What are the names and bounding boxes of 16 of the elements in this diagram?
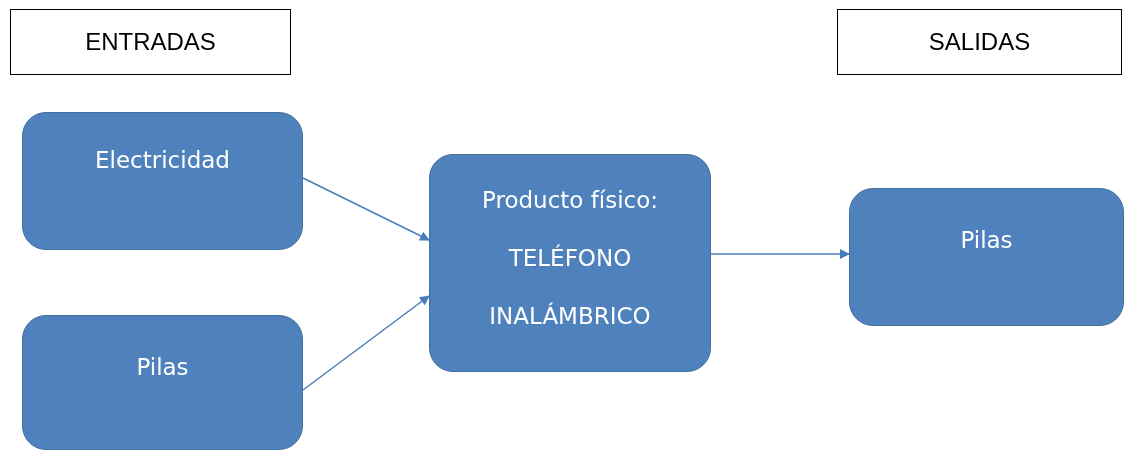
arrow	[302, 295, 430, 391]
heading-box	[10, 9, 291, 75]
box-text: Electricidad	[95, 146, 230, 175]
arrow	[302, 177, 430, 241]
heading-text: ENTRADAS	[85, 28, 216, 56]
process-box	[429, 154, 711, 372]
arrow	[710, 249, 850, 259]
box-text: Pilas	[136, 353, 189, 382]
box-text: Pilas	[960, 226, 1013, 255]
process-box	[849, 188, 1124, 326]
box-text: Producto físico:	[481, 186, 658, 215]
process-box	[22, 315, 303, 450]
heading-text: SALIDAS	[928, 28, 1031, 56]
box-text: TELÉFONO INALÁMBRICO	[488, 243, 652, 331]
heading-box	[837, 9, 1122, 75]
process-box	[22, 112, 303, 250]
